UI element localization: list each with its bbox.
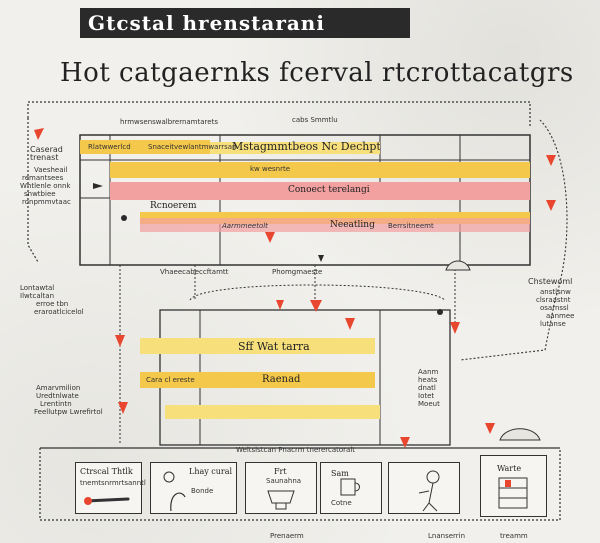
person-icon [418, 470, 440, 512]
right-mid-4: Iotet [418, 392, 435, 400]
mug-icon [340, 478, 360, 496]
brush-icon [84, 497, 130, 505]
lower-band-2 [140, 372, 375, 388]
left-note-3a: Lontawtal [20, 284, 55, 292]
card-3-title: Frt [274, 467, 287, 476]
bottom-caption-3: treamm [500, 532, 528, 540]
band2-label: kw wesnrte [250, 165, 291, 173]
card-6-title: Warte [497, 464, 522, 473]
bottom-caption-1: Prenaerm [270, 532, 304, 540]
top-block-frame [79, 134, 531, 266]
card-6: Warte [480, 455, 547, 517]
band1-left-label: Rlatwwerlcd [88, 143, 131, 151]
right-note-5: lutanse [540, 320, 566, 328]
band5-right-label: Berrsitneemt [388, 222, 434, 230]
mid-label-center: Phomgmaeste [272, 268, 323, 276]
page-title: Gtcstal hrenstarani [80, 8, 410, 38]
right-mid-3: dnatl [418, 384, 436, 392]
band3-label: Conoect terelangi [288, 185, 370, 195]
card-3: Frt Saunahna [245, 462, 317, 514]
left-note-4d: Feellutpw Lwrefirtol [34, 408, 103, 416]
card-2-title: Lhay cural [189, 467, 233, 476]
card-1-caption: tnemtsnrmrtsanntl [80, 479, 146, 487]
page-subtitle: Hot catgaernks fcerval rtcrottacatgrs [60, 58, 574, 88]
top-cap-center: cabs Smmtlu [292, 116, 338, 124]
top-band-1-left [80, 140, 210, 154]
left-note-2a: Vaesheail [34, 166, 68, 174]
right-mid-1: Aanm [418, 368, 439, 376]
band1-center-label: Mstagmmtbeos Nc Dechpt [232, 140, 381, 153]
figure-icon [163, 471, 186, 512]
band1-mid-label: Snaceitvewlantmwarrsan [148, 143, 237, 151]
lower-band-1 [140, 338, 375, 354]
band5-left-label: Aarmmeetolt [222, 222, 268, 230]
right-mid-5: Moeut [418, 400, 440, 408]
row-label: Rcnoerem [150, 201, 197, 211]
right-note-3: osarnssl [540, 304, 569, 312]
left-note-3c: erroe tbn [36, 300, 69, 308]
top-band-5 [140, 218, 530, 232]
card-4: Sam Cotne [320, 462, 382, 514]
card-5 [388, 462, 460, 514]
lower-band-3 [165, 405, 380, 419]
bottom-caption-2: Lnanserrin [428, 532, 466, 540]
right-note-2: clsraastnt [536, 296, 571, 304]
lower-band-2-left: Cara cl ereste [146, 376, 195, 384]
red-arrows [34, 128, 556, 448]
left-note-4a: Amarvmilion [36, 384, 81, 392]
left-note-4c: Lrentintn [40, 400, 72, 408]
card-4-title: Sam [331, 469, 349, 478]
left-note-3d: eraroatlcicelol [34, 308, 84, 316]
card-3-caption: Saunahna [266, 477, 302, 485]
right-note-title: Chstewoml [528, 277, 573, 286]
card-2: Lhay cural Bonde [150, 462, 237, 514]
card-1: Ctrscal Thtlk tnemtsnrmrtsanntl [75, 462, 146, 514]
left-note-2d: snwtbiee [24, 190, 56, 198]
left-note-4b: Uredtnlwate [36, 392, 79, 400]
left-note-3b: Ilwtcaltan [20, 292, 55, 300]
left-note-2c: Whtlenle onnk [20, 182, 71, 190]
right-note-4: aanmee [546, 312, 575, 320]
left-note-1: Caserad trenast [30, 145, 63, 162]
top-cap-left: hrmwsenswalbrernamtarets [120, 118, 218, 126]
card-2-caption: Bonde [191, 487, 214, 495]
left-note-2e: ronpmmvtaac [22, 198, 71, 206]
lower-band-1-label: Sff Wat tarra [238, 340, 310, 353]
lower-band-2-center: Raenad [262, 374, 301, 385]
card-1-title: Ctrscal Thtlk [80, 467, 133, 476]
top-band-1-mid [210, 142, 380, 154]
mid-label-left: Vhaeecabeccftamtt [160, 268, 229, 276]
toilet-icon [267, 490, 295, 510]
right-note-1: anstlsnw [540, 288, 571, 296]
lower-bottom-caption: Weitsistcan Pnacrm tnerercatoralt [236, 446, 356, 454]
left-note-2b: remantsees [22, 174, 64, 182]
dotted-connector-top [27, 101, 531, 128]
dotted-connector-left [27, 118, 39, 263]
right-mid-2: heats [418, 376, 438, 384]
top-band-2 [110, 162, 530, 178]
card-4-caption: Cotne [331, 499, 352, 507]
shelf-icon [498, 477, 528, 509]
band5-mid-label: Neeatling [330, 220, 375, 230]
top-band-3 [110, 182, 530, 200]
